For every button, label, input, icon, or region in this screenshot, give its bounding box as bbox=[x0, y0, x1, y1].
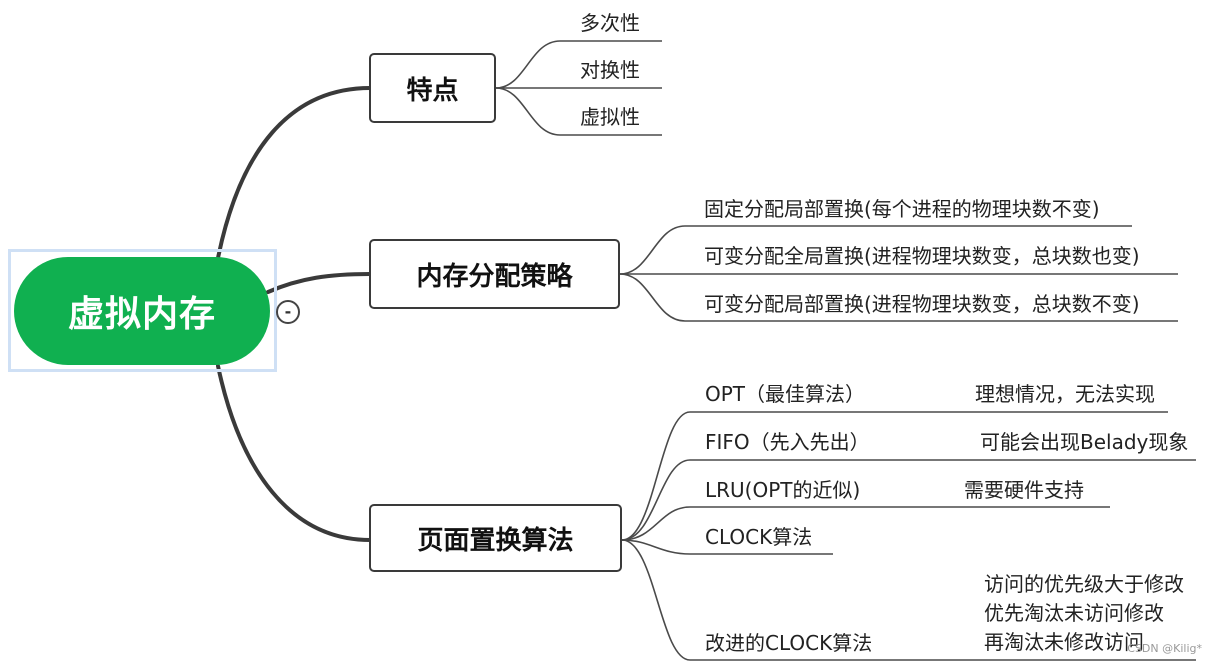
note-improved-clock-line-2[interactable]: 优先淘汰未访问修改 bbox=[984, 601, 1164, 625]
note-improved-clock-line-1[interactable]: 访问的优先级大于修改 bbox=[984, 572, 1184, 596]
note-opt[interactable]: 理想情况，无法实现 bbox=[975, 382, 1155, 406]
watermark: CSDN @Kilig* bbox=[1127, 642, 1202, 655]
edge-replace-4 bbox=[621, 539, 833, 555]
edge-alloc-1 bbox=[619, 225, 1132, 275]
subtopic-variable-local[interactable]: 可变分配局部置换(进程物理块数变，总块数不变) bbox=[704, 292, 1140, 316]
subtopic-opt[interactable]: OPT（最佳算法） bbox=[705, 382, 866, 406]
topic-memory-allocation[interactable]: 内存分配策略 bbox=[369, 239, 620, 309]
minus-icon: - bbox=[284, 302, 292, 321]
subtopic-swappability[interactable]: 对换性 bbox=[580, 58, 640, 82]
edge-replace-1 bbox=[621, 411, 1168, 541]
subtopic-fifo[interactable]: FIFO（先入先出） bbox=[705, 430, 870, 454]
edge-replace-5 bbox=[621, 539, 1196, 661]
topic-label: 页面置换算法 bbox=[417, 525, 574, 556]
edge-features-1 bbox=[495, 40, 662, 89]
subtopic-improved-clock[interactable]: 改进的CLOCK算法 bbox=[705, 631, 873, 655]
edge-features-3 bbox=[495, 87, 662, 136]
root-selection-frame bbox=[8, 249, 277, 372]
collapse-toggle-button[interactable]: - bbox=[276, 300, 300, 324]
subtopic-multiplicity[interactable]: 多次性 bbox=[580, 11, 640, 35]
note-improved-clock-line-3[interactable]: 再淘汰未修改访问 bbox=[984, 630, 1144, 654]
root-label: 虚拟内存 bbox=[67, 294, 216, 335]
edge-alloc-3 bbox=[619, 273, 1178, 322]
subtopic-lru[interactable]: LRU(OPT的近似) bbox=[705, 478, 861, 502]
edge-replace-3 bbox=[621, 506, 1110, 541]
edge-root-features bbox=[216, 86, 372, 260]
edge-root-alloc bbox=[266, 272, 372, 294]
note-fifo[interactable]: 可能会出现Belady现象 bbox=[980, 430, 1189, 454]
subtopic-virtuality[interactable]: 虚拟性 bbox=[580, 105, 640, 129]
topic-label: 特点 bbox=[406, 75, 459, 106]
subtopic-fixed-local[interactable]: 固定分配局部置换(每个进程的物理块数不变) bbox=[704, 197, 1100, 221]
topic-page-replacement[interactable]: 页面置换算法 bbox=[369, 504, 622, 572]
note-lru[interactable]: 需要硬件支持 bbox=[964, 478, 1084, 502]
subtopic-clock[interactable]: CLOCK算法 bbox=[705, 525, 813, 549]
edge-root-replace bbox=[216, 364, 372, 542]
edge-replace-2 bbox=[621, 459, 1196, 541]
root-node[interactable]: 虚拟内存 bbox=[14, 257, 270, 365]
topic-label: 内存分配策略 bbox=[416, 261, 573, 292]
topic-features[interactable]: 特点 bbox=[369, 53, 496, 123]
subtopic-variable-global[interactable]: 可变分配全局置换(进程物理块数变，总块数也变) bbox=[704, 244, 1140, 268]
